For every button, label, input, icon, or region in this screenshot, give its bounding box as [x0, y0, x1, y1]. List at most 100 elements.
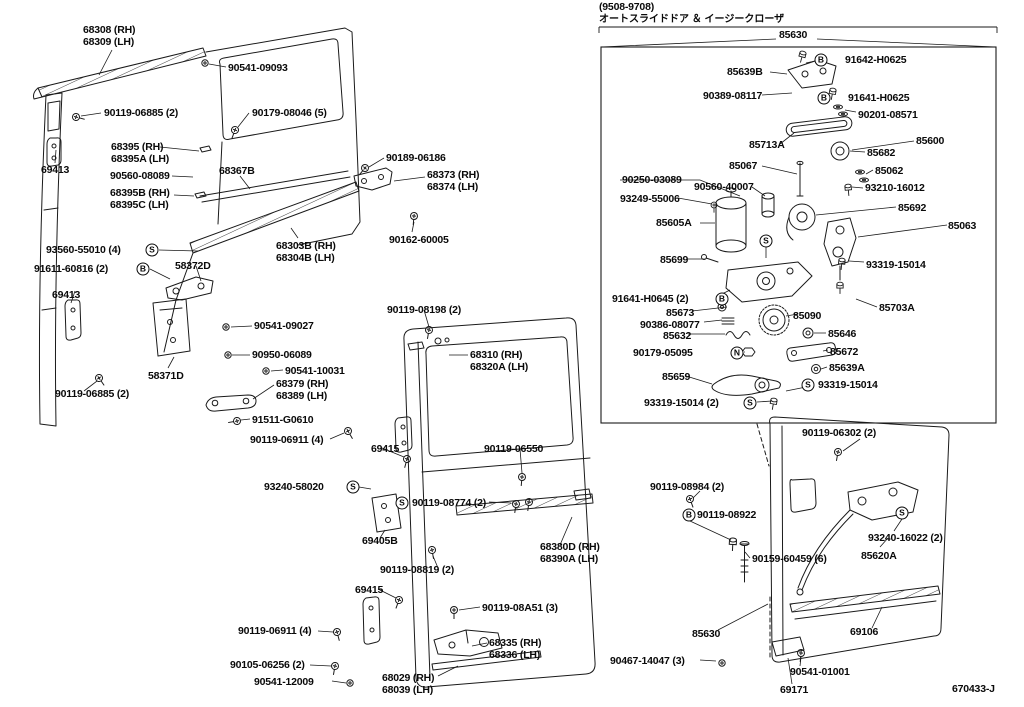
part-label: 68379 (RH): [276, 378, 329, 390]
part-label: 85672: [830, 346, 859, 358]
circled-letter-b: B: [817, 91, 831, 105]
circled-letter-b: B: [715, 292, 729, 306]
part-label: 85067: [729, 160, 758, 172]
part-label: 93560-55010 (4): [46, 244, 121, 256]
part-label: 93210-16012: [865, 182, 925, 194]
part-label: 90119-08922: [697, 509, 757, 521]
part-label: 93249-55006: [620, 193, 680, 205]
part-label: 85682: [867, 147, 896, 159]
part-label: 90541-10031: [285, 365, 345, 377]
part-label: 58372D: [175, 260, 211, 272]
part-label: 68309 (LH): [83, 36, 135, 48]
header-section-title: オートスライドドア ＆ イージークローザ: [599, 14, 785, 25]
part-label: 85639A: [829, 362, 865, 374]
part-label: 91642-H0625: [845, 54, 907, 66]
part-label: 90162-60005: [389, 234, 449, 246]
part-label: 90119-08819 (2): [380, 564, 455, 576]
part-label: 68039 (LH): [382, 684, 434, 696]
header-date-code: (9508-9708): [599, 1, 655, 13]
part-label: 90119-08198 (2): [387, 304, 462, 316]
circled-letter-s: S: [395, 496, 409, 510]
part-label: 85646: [828, 328, 857, 340]
part-label: 90541-09093: [228, 62, 288, 74]
part-label: 68395 (RH): [111, 141, 164, 153]
part-label: 68335 (RH): [489, 637, 542, 649]
circled-letter-s: S: [801, 378, 815, 392]
part-label: 90159-60459 (6): [752, 553, 827, 565]
drawing-number: 670433-J: [952, 683, 995, 695]
part-label: 68303B (RH): [276, 240, 336, 252]
detail-box-frame: [598, 26, 998, 424]
part-label: 90389-08117: [703, 90, 763, 102]
part-label: 68390A (LH): [540, 553, 599, 565]
part-label: 90201-08571: [858, 109, 918, 121]
part-label: 69405B: [362, 535, 398, 547]
part-label: 93319-15014 (2): [644, 397, 719, 409]
part-label: 85063: [948, 220, 977, 232]
part-label: 90119-06911 (4): [238, 625, 312, 637]
part-label: 90119-08774 (2): [412, 497, 487, 509]
part-label: 68395C (LH): [110, 199, 169, 211]
circled-letter-n: N: [730, 346, 744, 360]
part-label: 85713A: [749, 139, 785, 151]
part-label: 90179-08046 (5): [252, 107, 327, 119]
part-label: 90119-06550: [484, 443, 544, 455]
circled-letter-s: S: [759, 234, 773, 248]
part-label: 69415: [355, 584, 384, 596]
part-label: 90541-12009: [254, 676, 314, 688]
circled-letter-b: B: [814, 53, 828, 67]
part-label: 93319-15014: [818, 379, 878, 391]
part-label: 69415: [371, 443, 400, 455]
part-label: 69106: [850, 626, 879, 638]
part-label: 90119-06911 (4): [250, 434, 324, 446]
part-label: 85673: [666, 307, 695, 319]
part-label: 68373 (RH): [427, 169, 480, 181]
part-label: 68367B: [219, 165, 255, 177]
part-label: 93240-58020: [264, 481, 324, 493]
part-label: 68389 (LH): [276, 390, 328, 402]
part-label: 68310 (RH): [470, 349, 523, 361]
part-label: 90541-01001: [790, 666, 850, 678]
part-label: 91611-60816 (2): [34, 263, 109, 275]
part-label: 68304B (LH): [276, 252, 335, 264]
part-label: 90119-06885 (2): [104, 107, 179, 119]
part-label: 90950-06089: [252, 349, 312, 361]
part-label: 90560-08089: [110, 170, 170, 182]
part-label: 85703A: [879, 302, 915, 314]
part-label: 85600: [916, 135, 945, 147]
part-label: 85620A: [861, 550, 897, 562]
circled-letter-b: B: [136, 262, 150, 276]
part-label: 68320A (LH): [470, 361, 529, 373]
circled-letter-b: B: [682, 508, 696, 522]
part-label: 85692: [898, 202, 927, 214]
part-label: 90119-08984 (2): [650, 481, 725, 493]
part-label: 90467-14047 (3): [610, 655, 685, 667]
part-label: 68308 (RH): [83, 24, 136, 36]
part-label: 93319-15014: [866, 259, 926, 271]
part-label: 68336 (LH): [489, 649, 541, 661]
part-label: 58371D: [148, 370, 184, 382]
part-label: 85605A: [656, 217, 692, 229]
circled-letter-s: S: [346, 480, 360, 494]
part-label: 85639B: [727, 66, 763, 78]
part-label: 90250-03089: [622, 174, 682, 186]
part-label: 90560-40007: [694, 181, 754, 193]
part-label: 85090: [793, 310, 822, 322]
part-label: 90179-05095: [633, 347, 693, 359]
part-label: 90119-08A51 (3): [482, 602, 558, 614]
body-panel-art: [33, 27, 393, 427]
circled-letter-s: S: [743, 396, 757, 410]
circled-letter-s: S: [895, 506, 909, 520]
part-label: 91641-H0625: [848, 92, 910, 104]
part-label: 91641-H0645 (2): [612, 293, 689, 305]
sliding-door-art: [362, 317, 596, 688]
part-label: 90105-06256 (2): [230, 659, 305, 671]
part-label: 85699: [660, 254, 689, 266]
part-label: 68029 (RH): [382, 672, 435, 684]
part-label: 90119-06302 (2): [802, 427, 877, 439]
part-label: 69413: [41, 164, 70, 176]
part-label: 90119-06885 (2): [55, 388, 130, 400]
part-label: 90189-06186: [386, 152, 446, 164]
